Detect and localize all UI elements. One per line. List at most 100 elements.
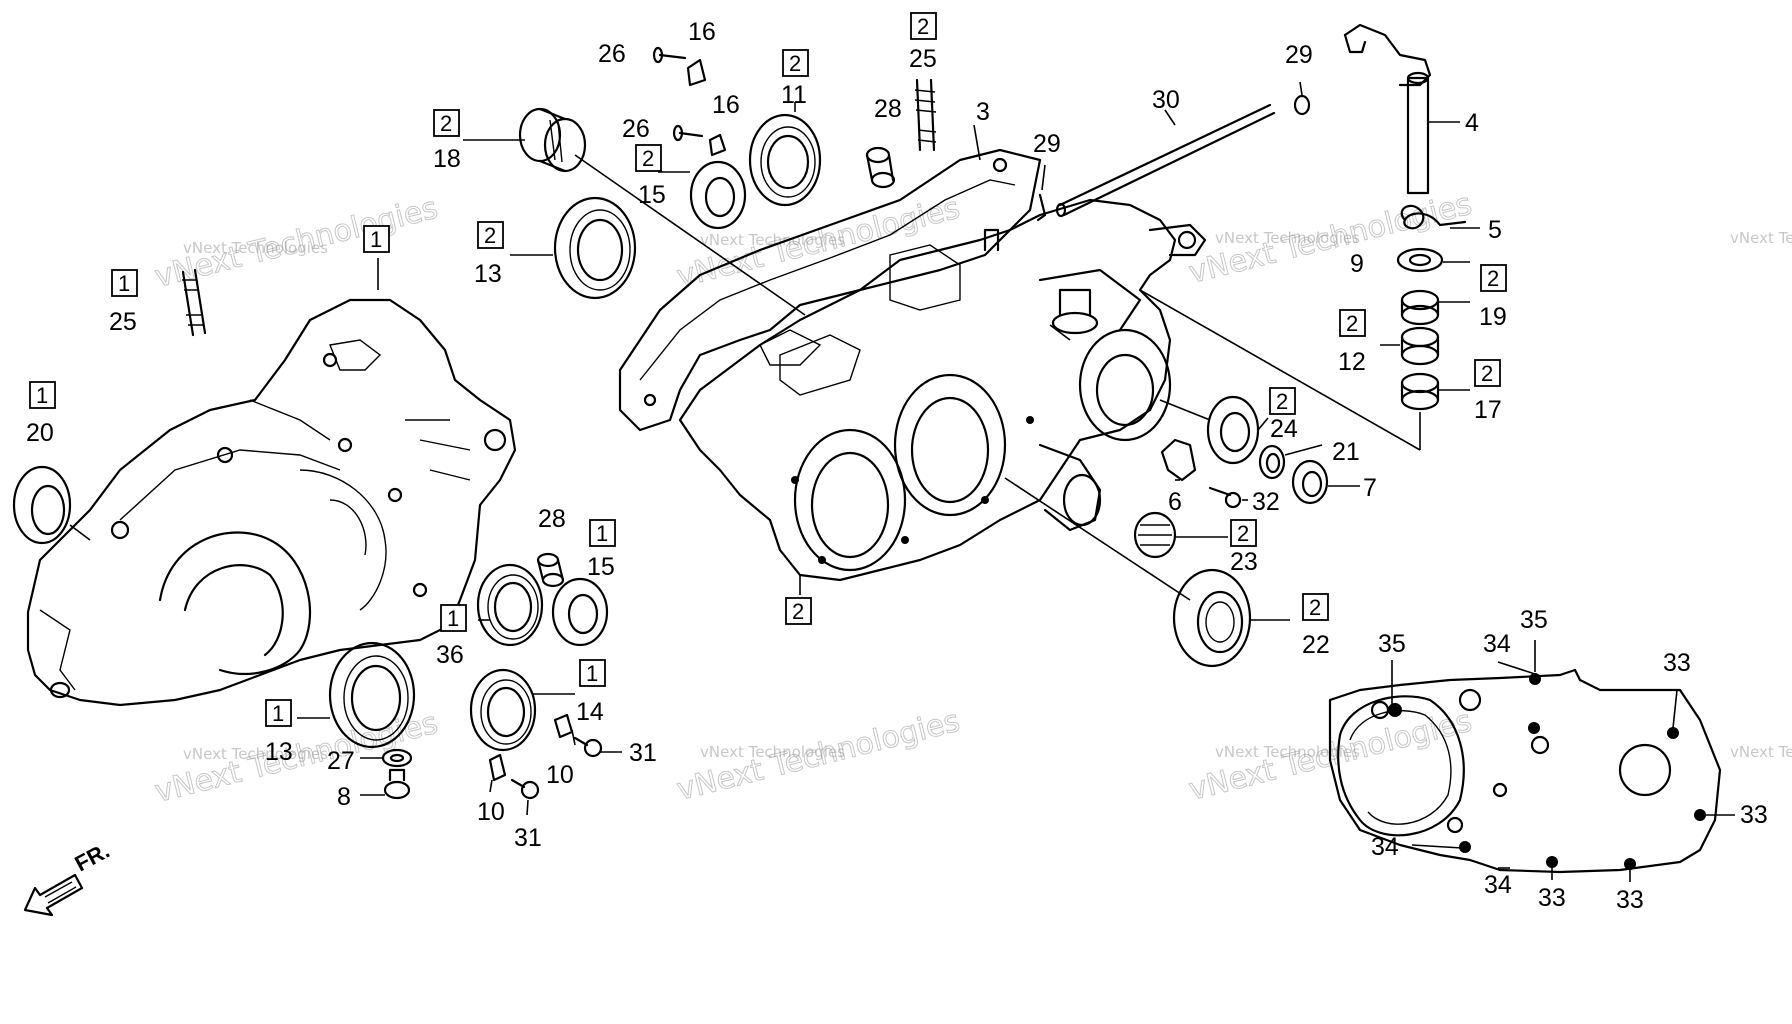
left-crankcase	[26, 298, 517, 707]
callout-17: 17	[1474, 396, 1502, 424]
watermark-text: vNext Technologies	[183, 745, 328, 763]
callout-box-number: 2	[1487, 266, 1499, 291]
callout-36: 36	[436, 641, 464, 669]
callout-box	[1480, 264, 1507, 292]
callout-box-number: 2	[1276, 389, 1288, 414]
oil-seal-22	[1172, 568, 1252, 668]
clip-10-left	[488, 753, 507, 782]
callout-31: 31	[514, 824, 542, 852]
callout-box-number: 2	[484, 223, 496, 248]
watermark-text: vNext Technologies	[183, 239, 328, 257]
callout-box-number: 2	[440, 111, 452, 136]
callout-box	[785, 597, 812, 625]
return-spring-5	[1400, 204, 1467, 230]
right-side-cover-gasket	[1328, 668, 1722, 874]
callout-34: 34	[1371, 833, 1399, 861]
callout-box	[363, 225, 390, 253]
watermark-layer: vNext Technologies vNext Technologies vN…	[151, 186, 1792, 810]
callout-box	[111, 269, 138, 297]
callout-box	[440, 604, 467, 632]
bolt-32	[1208, 486, 1242, 509]
stud-bolt-25-top	[914, 78, 937, 152]
ball-bearing-15-left	[551, 577, 609, 647]
callout-29: 29	[1285, 41, 1313, 69]
ball-bearing-13-left	[328, 641, 416, 749]
callout-4: 4	[1465, 109, 1479, 137]
collar-21	[1258, 444, 1286, 480]
callout-24: 24	[1270, 415, 1298, 443]
callout-13: 13	[265, 738, 293, 766]
dowel-pin-28-left	[536, 552, 565, 588]
callout-18: 18	[433, 145, 461, 173]
callout-35: 35	[1378, 630, 1406, 658]
callout-33: 33	[1663, 649, 1691, 677]
shift-spindle-4	[1343, 23, 1432, 195]
callout-29: 29	[1033, 130, 1061, 158]
front-direction-label: FR.	[71, 838, 114, 877]
ball-bearing-11	[748, 113, 822, 207]
oil-seal-7	[1291, 459, 1329, 505]
bolt-31-right	[573, 736, 603, 758]
callout-22: 22	[1302, 631, 1330, 659]
callout-33: 33	[1740, 801, 1768, 829]
callout-25: 25	[109, 308, 137, 336]
pin-29-left	[1036, 193, 1047, 222]
callout-34: 34	[1483, 630, 1511, 658]
callout-box-number: 1	[272, 701, 284, 726]
callout-30: 30	[1152, 86, 1180, 114]
callout-26: 26	[598, 40, 626, 68]
ball-bearing-14	[469, 668, 537, 752]
callout-28: 28	[874, 95, 902, 123]
callout-box	[29, 381, 56, 409]
callout-34: 34	[1484, 871, 1512, 899]
callout-10: 10	[546, 761, 574, 789]
callout-19: 19	[1479, 303, 1507, 331]
callout-15: 15	[638, 181, 666, 209]
callout-26: 26	[622, 115, 650, 143]
bolt-31-left	[510, 778, 540, 800]
callout-3: 3	[976, 98, 990, 126]
stud-bolt-25-left	[181, 268, 207, 337]
callout-box-number: 1	[447, 606, 459, 631]
front-direction-arrow: FR.	[23, 838, 114, 917]
callout-20: 20	[26, 419, 54, 447]
watermark-text: vNext Technologies	[1215, 743, 1360, 761]
callout-14: 14	[576, 698, 604, 726]
callout-box-number: 1	[36, 383, 48, 408]
watermark-text: vNext Technologies	[1215, 229, 1360, 247]
bolt-26-top	[658, 53, 687, 60]
callout-16: 16	[688, 18, 716, 46]
needle-bearing-23	[1133, 511, 1177, 559]
callout-box	[1474, 359, 1501, 387]
washer-9	[1396, 247, 1444, 273]
callout-9: 9	[1350, 250, 1364, 278]
callout-box	[265, 699, 292, 727]
callout-box-number: 1	[596, 521, 608, 546]
callout-box-number: 2	[1237, 521, 1249, 546]
drain-bolt-8	[383, 768, 411, 800]
clip-10-right	[553, 713, 574, 739]
callout-box	[477, 221, 504, 249]
clip-16-top	[686, 58, 707, 87]
callout-box-number: 2	[1481, 361, 1493, 386]
watermark-text: vNext Technologies	[700, 231, 845, 249]
callout-box-number: 1	[370, 227, 382, 252]
watermark-text: vNext Technologies	[1730, 743, 1792, 761]
callout-box-number: 2	[789, 51, 801, 76]
leader-lines	[69, 81, 1735, 882]
ball-bearing-15-right	[689, 160, 747, 230]
callout-box	[433, 109, 460, 137]
bolt-26-mid	[678, 131, 704, 138]
callout-28: 28	[538, 505, 566, 533]
callout-box	[1302, 593, 1329, 621]
callout-23: 23	[1230, 548, 1258, 576]
oil-seal-24	[1206, 395, 1260, 465]
callout-31: 31	[629, 739, 657, 767]
callout-box-number: 2	[1346, 311, 1358, 336]
callout-11: 11	[781, 81, 807, 109]
callout-13: 13	[474, 260, 502, 288]
callout-box-number: 1	[586, 661, 598, 686]
washer-27	[381, 748, 413, 768]
callout-6: 6	[1168, 488, 1182, 516]
callout-box	[1230, 519, 1257, 547]
